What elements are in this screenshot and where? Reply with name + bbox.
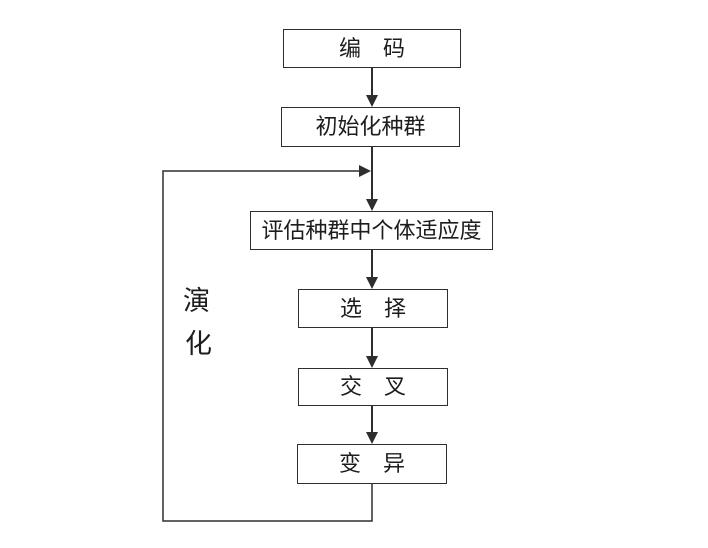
node-mutation: 变 异 [297,444,447,484]
node-selection-label: 选 择 [339,295,406,321]
arrowhead-crossover-to-mutation [366,432,378,444]
node-initialize-population-label: 初始化种群 [315,114,426,139]
arrowhead-encode-to-init [366,95,378,107]
node-crossover-label: 交 叉 [339,374,406,399]
node-selection: 选 择 [298,289,448,328]
node-crossover: 交 叉 [298,368,448,406]
node-mutation-label: 变 异 [338,451,405,476]
arrowhead-evaluate-to-selection [366,277,378,289]
node-encode: 编 码 [283,29,461,68]
feedback-loop-line [162,170,373,522]
node-encode-label: 编 码 [338,35,405,61]
node-evaluate-fitness-label: 评估种群中个体适应度 [261,217,482,243]
node-initialize-population: 初始化种群 [281,107,460,147]
loop-label-evolution-char2: 化 [185,329,212,359]
arrowhead-init-to-evaluate [366,199,378,211]
loop-label-evolution-char1: 演 [183,286,210,316]
arrowhead-selection-to-crossover [366,356,378,368]
node-evaluate-fitness: 评估种群中个体适应度 [250,211,493,250]
arrowhead-feedback-loop [359,165,371,177]
